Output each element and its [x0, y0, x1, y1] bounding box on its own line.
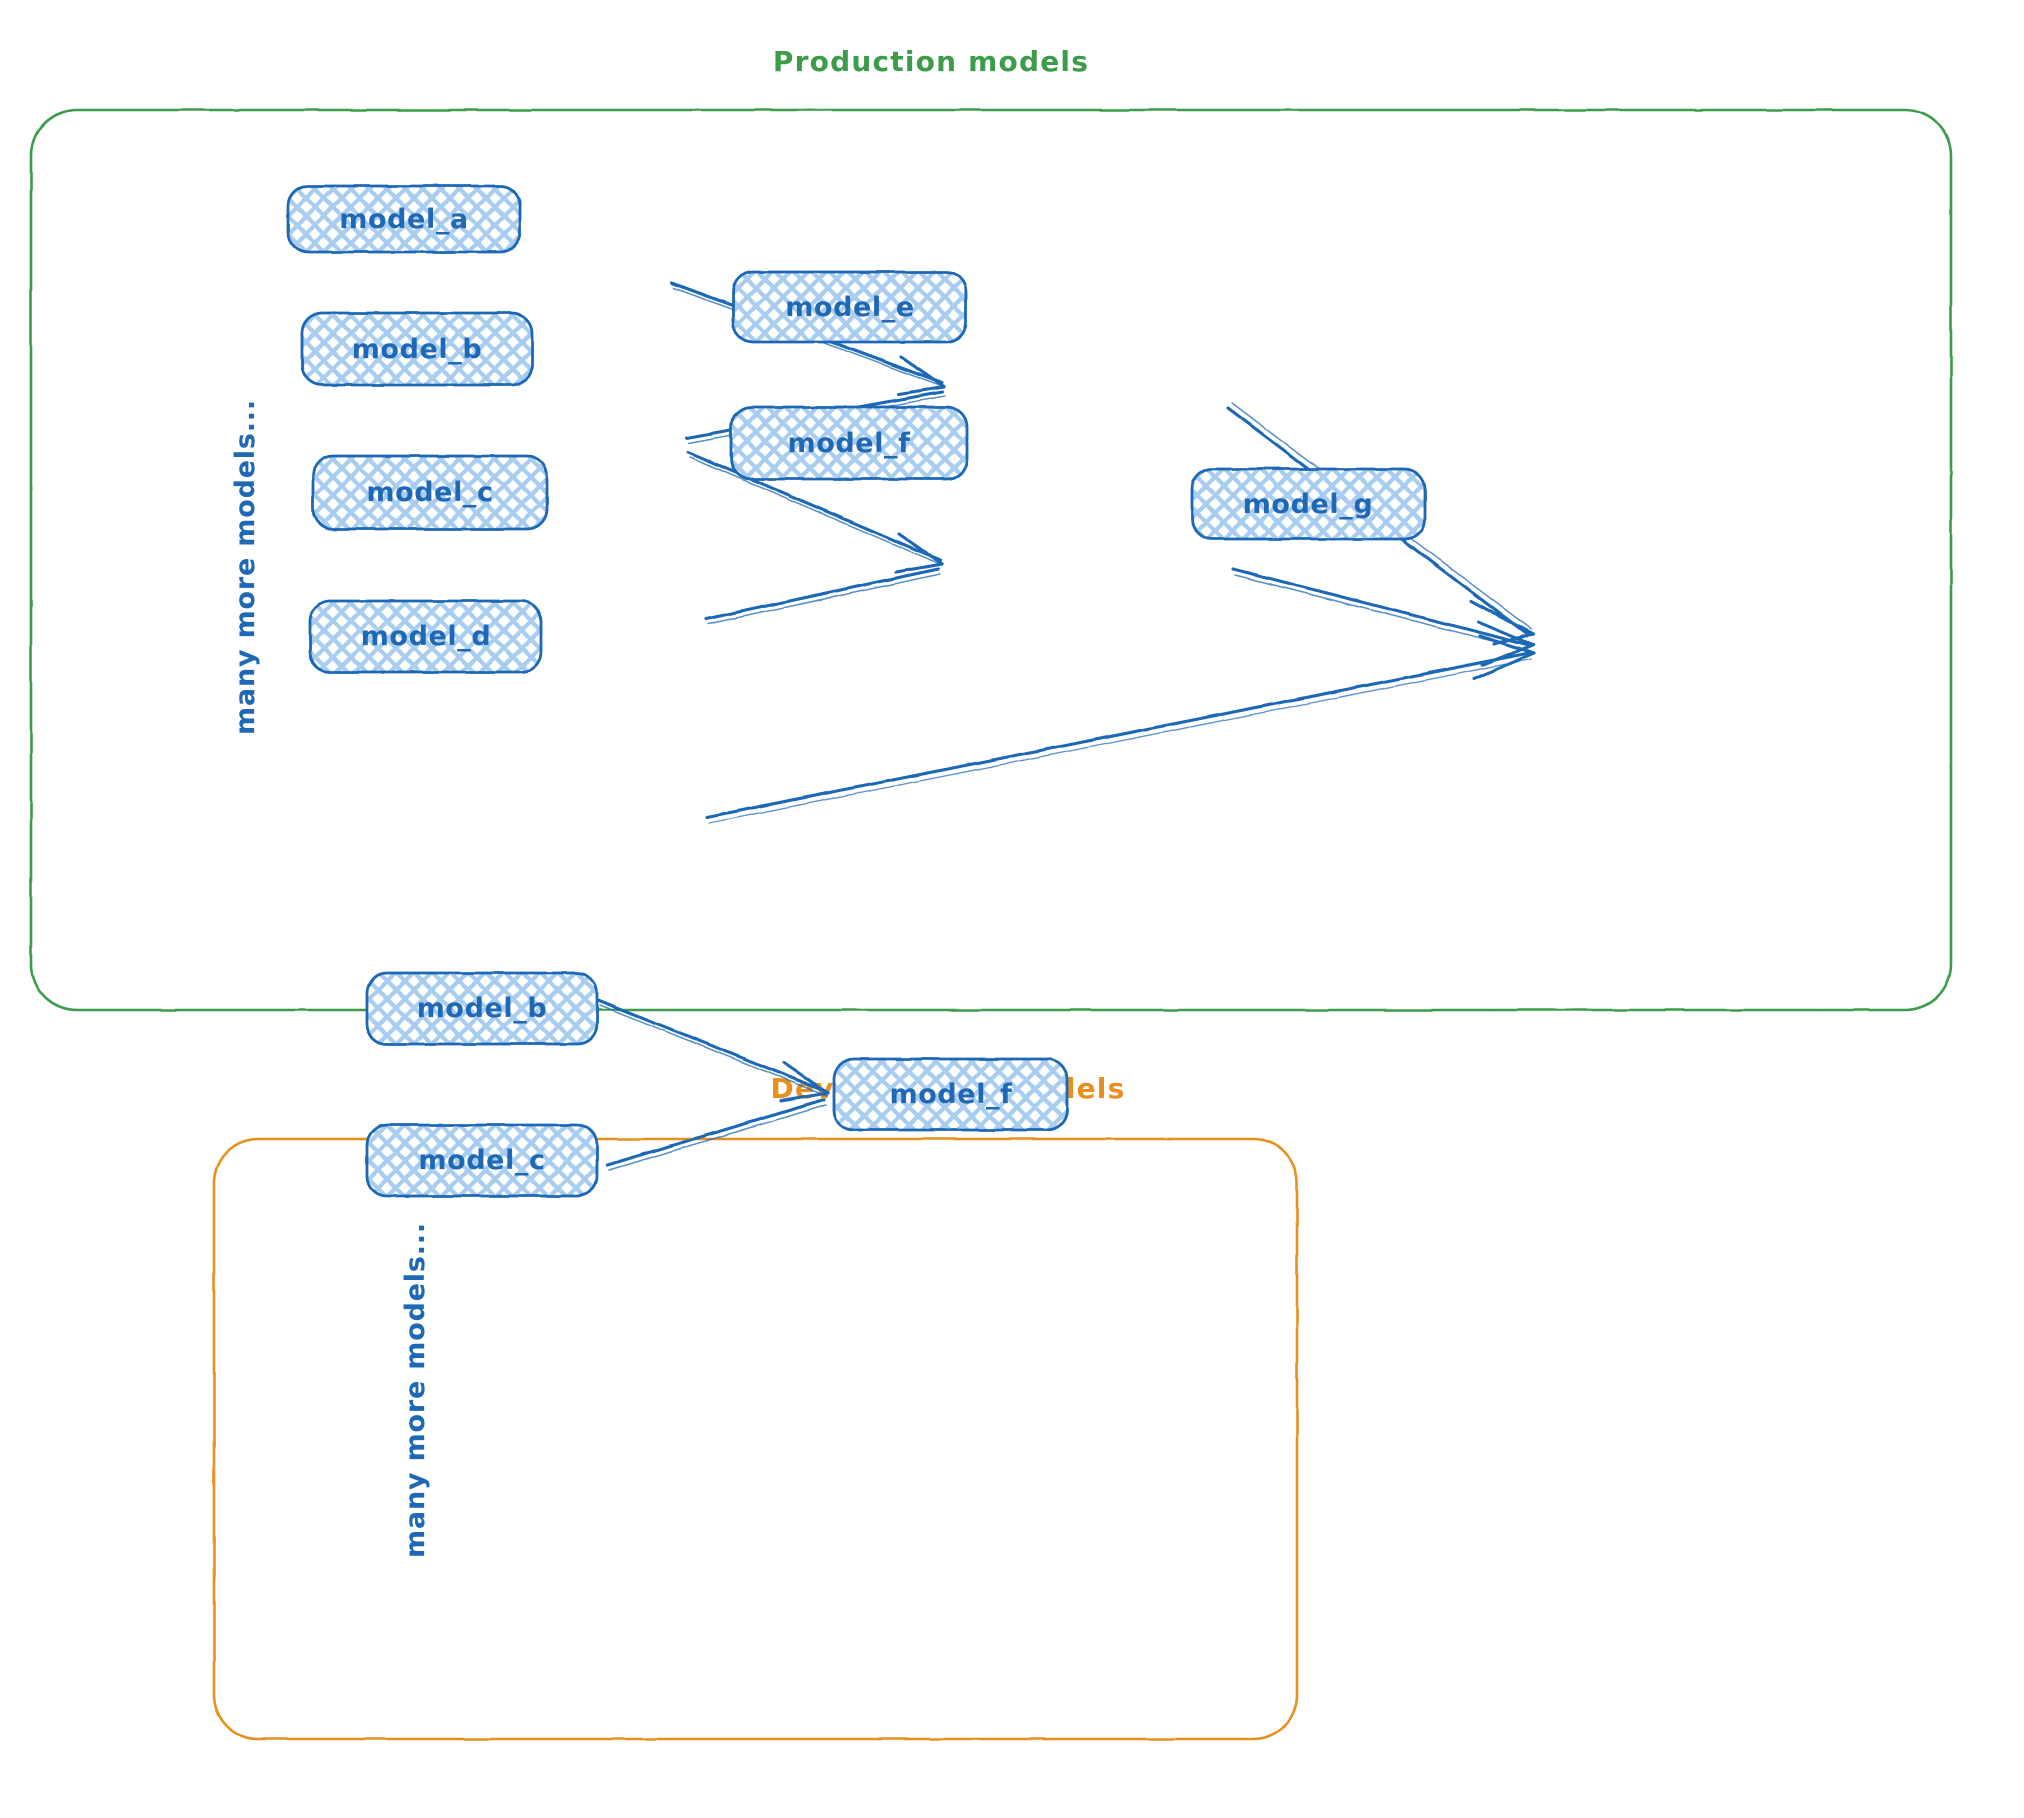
edge-dev-model-c-to-model-f [605, 1098, 827, 1171]
node-label: model_e [785, 292, 915, 323]
production-panel-title: Production models [772, 45, 1090, 78]
production-panel-border [29, 108, 1953, 1012]
development-panel: model_b model_c model_f [212, 971, 1299, 1741]
node-shape[interactable] [731, 270, 968, 344]
edge-model-c-to-model-f [704, 567, 941, 625]
node-prod-model-a[interactable]: model_a [286, 184, 522, 254]
edge-dev-model-b-to-model-f [596, 998, 830, 1103]
node-prod-model-f[interactable]: model_f [729, 405, 969, 481]
node-dev-model-f[interactable]: model_f [832, 1057, 1069, 1132]
node-prod-model-g[interactable]: model_g [1190, 467, 1427, 541]
node-label: model_a [339, 204, 469, 235]
node-label: model_d [361, 621, 492, 652]
node-prod-model-d[interactable]: model_d [308, 599, 543, 674]
node-label: model_g [1243, 489, 1374, 520]
development-panel-border [212, 1137, 1299, 1741]
node-shape[interactable] [729, 405, 969, 481]
node-label: model_b [417, 993, 548, 1024]
edge-model-d-to-model-g [705, 634, 1536, 824]
production-nodes: model_a model_b model_c model_d model_e [286, 184, 1427, 674]
node-label: model_c [366, 477, 493, 508]
node-label: model_c [418, 1145, 545, 1176]
node-prod-model-e[interactable]: model_e [731, 270, 968, 344]
development-edges [596, 998, 830, 1171]
node-shape[interactable] [365, 971, 599, 1046]
edge-model-b-to-model-f [686, 450, 944, 574]
development-nodes: model_b model_c model_f [365, 971, 1069, 1198]
node-shape[interactable] [1190, 467, 1427, 541]
node-label: model_f [889, 1079, 1012, 1110]
node-shape[interactable] [832, 1057, 1069, 1132]
edge-model-f-to-model-g [1231, 567, 1535, 667]
node-prod-model-b[interactable]: model_b [300, 311, 534, 387]
node-shape[interactable] [365, 1123, 599, 1198]
node-label: model_b [352, 334, 483, 365]
node-shape[interactable] [286, 184, 522, 254]
node-dev-model-c[interactable]: model_c [365, 1123, 599, 1198]
node-prod-model-c[interactable]: model_c [311, 454, 549, 531]
production-panel: model_a model_b model_c model_d model_e [29, 108, 1953, 1012]
node-shape[interactable] [311, 454, 549, 531]
node-shape[interactable] [308, 599, 543, 674]
node-label: model_f [787, 428, 910, 459]
node-dev-model-b[interactable]: model_b [365, 971, 599, 1046]
production-edges [670, 281, 1536, 824]
node-shape[interactable] [300, 311, 534, 387]
